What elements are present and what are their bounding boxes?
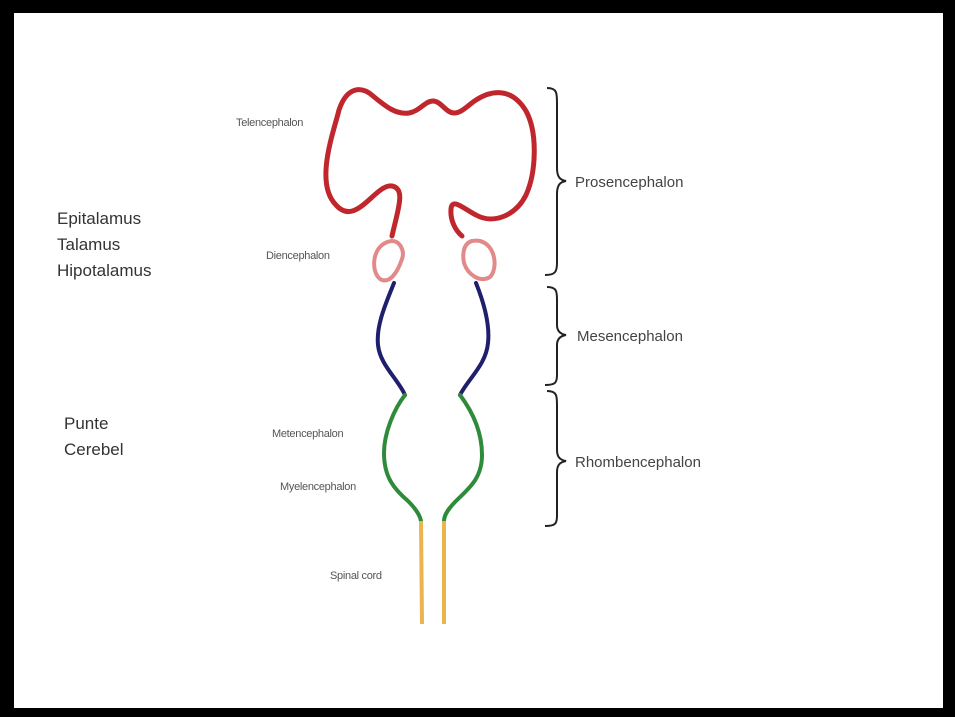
rhombencephalon-label: Rhombencephalon: [575, 454, 701, 471]
telencephalon-label: Telencephalon: [236, 117, 303, 129]
metencephalon-label: Metencephalon: [272, 428, 343, 440]
rhombencephalon-right-outline: [444, 395, 482, 521]
diencephalon-parts-list: Epitalamus Talamus Hipotalamus: [57, 206, 152, 284]
rhombencephalon-part: Punte: [64, 411, 124, 437]
spinal-cord-left-line: [421, 521, 422, 624]
diencephalon-right-outline: [463, 241, 494, 279]
diencephalon-part: Epitalamus: [57, 206, 152, 232]
prosencephalon-label: Prosencephalon: [575, 174, 683, 191]
mesencephalon-left-outline: [378, 283, 405, 395]
mesencephalon-right-outline: [460, 283, 488, 395]
mesencephalon-brace: [545, 287, 566, 385]
diencephalon-left-outline: [374, 241, 403, 280]
spinal-cord-label: Spinal cord: [330, 570, 382, 582]
rhombencephalon-part: Cerebel: [64, 437, 124, 463]
diencephalon-part: Hipotalamus: [57, 258, 152, 284]
diagram-frame: Telencephalon Diencephalon Metencephalon…: [14, 13, 943, 708]
mesencephalon-label: Mesencephalon: [577, 328, 683, 345]
myelencephalon-label: Myelencephalon: [280, 481, 356, 493]
prosencephalon-brace: [545, 88, 566, 275]
rhombencephalon-brace: [545, 391, 566, 526]
telencephalon-outline: [326, 90, 534, 236]
diencephalon-part: Talamus: [57, 232, 152, 258]
rhombencephalon-left-outline: [384, 395, 421, 521]
diencephalon-label: Diencephalon: [266, 250, 330, 262]
rhombencephalon-parts-list: Punte Cerebel: [64, 411, 124, 463]
brain-vesicles-diagram: [14, 13, 943, 708]
